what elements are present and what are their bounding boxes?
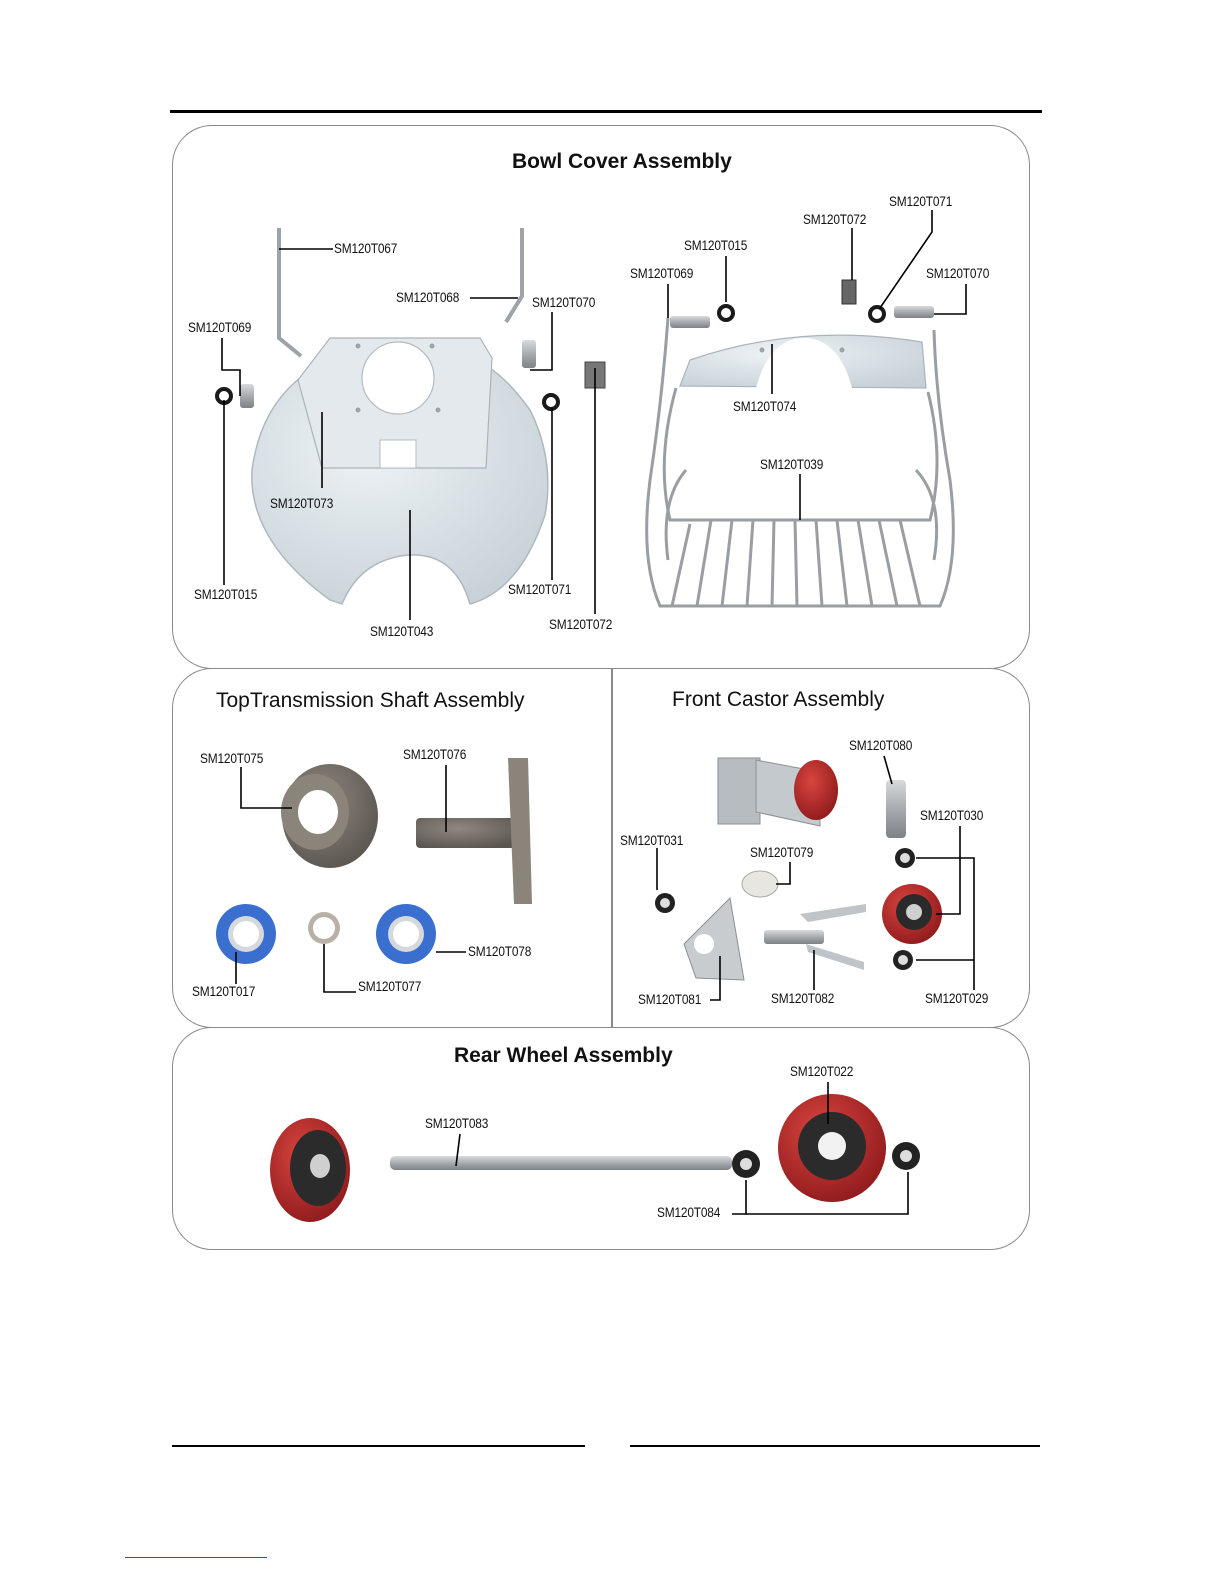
part-label: SM120T071 — [889, 194, 953, 209]
part-label: SM120T074 — [733, 399, 797, 414]
part-label: SM120T030 — [920, 808, 984, 823]
footer-rule-left — [172, 1445, 585, 1447]
part-label: SM120T083 — [425, 1116, 489, 1131]
front-castor-title: Front Castor Assembly — [672, 688, 885, 711]
part-label: SM120T076 — [403, 747, 467, 762]
part-label: SM120T073 — [270, 496, 334, 511]
part-label: SM120T069 — [630, 266, 694, 281]
footer-rule-right — [630, 1445, 1040, 1447]
middle-divider — [611, 668, 613, 1028]
drive-hub-casting — [281, 764, 378, 868]
bowl-cover-title: Bowl Cover Assembly — [512, 150, 732, 173]
part-label: SM120T043 — [370, 624, 434, 639]
footer-link-underline[interactable] — [125, 1557, 267, 1558]
part-label: SM120T068 — [396, 290, 460, 305]
part-label: SM120T084 — [657, 1205, 721, 1220]
part-label: SM120T031 — [620, 833, 684, 848]
part-label: SM120T072 — [549, 617, 613, 632]
rear-wheel-title: Rear Wheel Assembly — [454, 1044, 673, 1067]
part-label: SM120T072 — [803, 212, 867, 227]
part-label: SM120T017 — [192, 984, 256, 999]
part-label: SM120T080 — [849, 738, 913, 753]
part-label: SM120T079 — [750, 845, 814, 860]
part-label: SM120T069 — [188, 320, 252, 335]
part-label: SM120T067 — [334, 241, 398, 256]
leader-lines — [221, 210, 975, 1215]
bowl-cover-plate — [251, 337, 549, 605]
part-label: SM120T022 — [790, 1064, 854, 1079]
part-label: SM120T070 — [532, 295, 596, 310]
part-label: SM120T039 — [760, 457, 824, 472]
part-label: SM120T082 — [771, 991, 835, 1006]
part-label: SM120T071 — [508, 582, 572, 597]
part-label: SM120T077 — [358, 979, 422, 994]
top-transmission-title: TopTransmission Shaft Assembly — [216, 689, 525, 712]
header-rule — [170, 110, 1042, 113]
bowl-guard-basket — [645, 317, 955, 608]
part-label: SM120T070 — [926, 266, 990, 281]
part-label: SM120T015 — [194, 587, 258, 602]
part-label: SM120T015 — [684, 238, 748, 253]
part-label: SM120T081 — [638, 992, 702, 1007]
part-label: SM120T075 — [200, 751, 264, 766]
part-label: SM120T029 — [925, 991, 989, 1006]
part-label: SM120T078 — [468, 944, 532, 959]
